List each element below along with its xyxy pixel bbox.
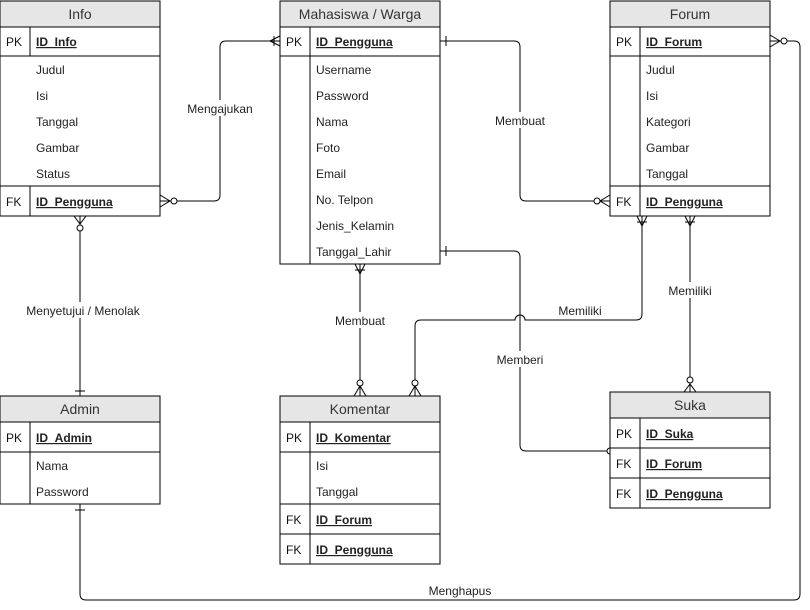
- label-membuat-forum: Membuat: [495, 114, 546, 128]
- field: Nama: [36, 459, 68, 473]
- label-memiliki-suka: Memiliki: [668, 284, 711, 298]
- pk-field: ID_Komentar: [316, 431, 391, 445]
- entity-title: Suka: [674, 397, 706, 413]
- field: Isi: [36, 89, 48, 103]
- fk-field: ID_Pengguna: [36, 195, 113, 209]
- one-marker: [684, 215, 696, 228]
- relationship-labels: Mengajukan Membuat Menyetujui / Menolak …: [22, 100, 716, 598]
- field: Foto: [316, 141, 340, 155]
- entity-title: Admin: [60, 401, 100, 417]
- fk-field: ID_Forum: [316, 513, 372, 527]
- label-memiliki-komentar: Memiliki: [558, 304, 601, 318]
- pk-tag: PK: [616, 35, 632, 49]
- fk-tag: FK: [286, 543, 301, 557]
- pk-field: ID_Forum: [646, 35, 702, 49]
- fk-tag: FK: [616, 457, 631, 471]
- crow-foot-zero-many-marker: [683, 376, 697, 393]
- pk-tag: PK: [286, 431, 302, 445]
- entity-title: Forum: [670, 6, 710, 22]
- zero-marker: [73, 215, 87, 232]
- pk-field: ID_Info: [36, 35, 77, 49]
- label-menyetujui: Menyetujui / Menolak: [26, 304, 140, 318]
- field: Password: [36, 485, 89, 499]
- entity-title: Info: [68, 6, 92, 22]
- label-membuat-komentar: Membuat: [335, 314, 386, 328]
- pk-field: ID_Pengguna: [316, 35, 393, 49]
- one-marker: [268, 35, 281, 47]
- pk-tag: PK: [616, 427, 632, 441]
- label-memberi: Memberi: [497, 353, 544, 367]
- field: Gambar: [646, 141, 689, 155]
- crow-foot-zero-many-marker: [593, 194, 611, 208]
- crow-foot-zero-many-marker: [353, 379, 367, 397]
- entity-mahasiswa[interactable]: Mahasiswa / Warga PK ID_Pengguna Usernam…: [279, 0, 441, 265]
- fk-field: ID_Pengguna: [646, 487, 723, 501]
- field: Tanggal: [36, 115, 78, 129]
- field: Tanggal: [646, 167, 688, 181]
- crow-foot-zero-many-marker: [408, 379, 422, 397]
- field: Gambar: [36, 141, 79, 155]
- entity-forum[interactable]: Forum PK ID_Forum Judul Isi Kategori Gam…: [609, 0, 771, 217]
- edge-memiliki-komentar: [414, 216, 643, 396]
- pk-field: ID_Suka: [646, 427, 694, 441]
- one-marker: [636, 215, 648, 228]
- entity-admin[interactable]: Admin PK ID_Admin Nama Password: [0, 395, 161, 505]
- label-menghapus: Menghapus: [429, 584, 492, 598]
- entity-info[interactable]: Info PK ID_Info Judul Isi Tanggal Gambar…: [0, 0, 161, 217]
- fk-tag: FK: [616, 487, 631, 501]
- crow-foot-zero-many-marker: [769, 34, 788, 48]
- entity-title: Komentar: [330, 401, 391, 417]
- field: Judul: [36, 63, 65, 77]
- field: Password: [316, 89, 369, 103]
- fk-tag: FK: [6, 195, 21, 209]
- field: Kategori: [646, 115, 691, 129]
- field: No. Telpon: [316, 193, 373, 207]
- entity-komentar[interactable]: Komentar PK ID_Komentar Isi Tanggal FK I…: [279, 395, 441, 565]
- field: Jenis_Kelamin: [316, 219, 394, 233]
- field: Isi: [316, 459, 328, 473]
- entity-title: Mahasiswa / Warga: [299, 6, 422, 22]
- pk-field: ID_Admin: [36, 431, 92, 445]
- field: Email: [316, 167, 346, 181]
- crow-foot-zero-many-marker: [159, 194, 178, 208]
- edge-mengajukan: [160, 40, 280, 202]
- pk-tag: PK: [286, 35, 302, 49]
- entity-suka[interactable]: Suka PK ID_Suka FK ID_Forum FK ID_Penggu…: [609, 391, 771, 509]
- fk-tag: FK: [286, 513, 301, 527]
- field: Judul: [646, 63, 675, 77]
- fk-field: ID_Forum: [646, 457, 702, 471]
- field: Isi: [646, 89, 658, 103]
- fk-field: ID_Pengguna: [646, 195, 723, 209]
- field: Status: [36, 167, 70, 181]
- pk-tag: PK: [6, 431, 22, 445]
- one-marker: [354, 263, 366, 276]
- field: Tanggal_Lahir: [316, 245, 391, 259]
- field: Tanggal: [316, 485, 358, 499]
- fk-field: ID_Pengguna: [316, 543, 393, 557]
- edge-menghapus: [79, 40, 801, 601]
- field: Nama: [316, 115, 348, 129]
- field: Username: [316, 63, 372, 77]
- label-mengajukan: Mengajukan: [187, 102, 252, 116]
- fk-tag: FK: [616, 195, 631, 209]
- pk-tag: PK: [6, 35, 22, 49]
